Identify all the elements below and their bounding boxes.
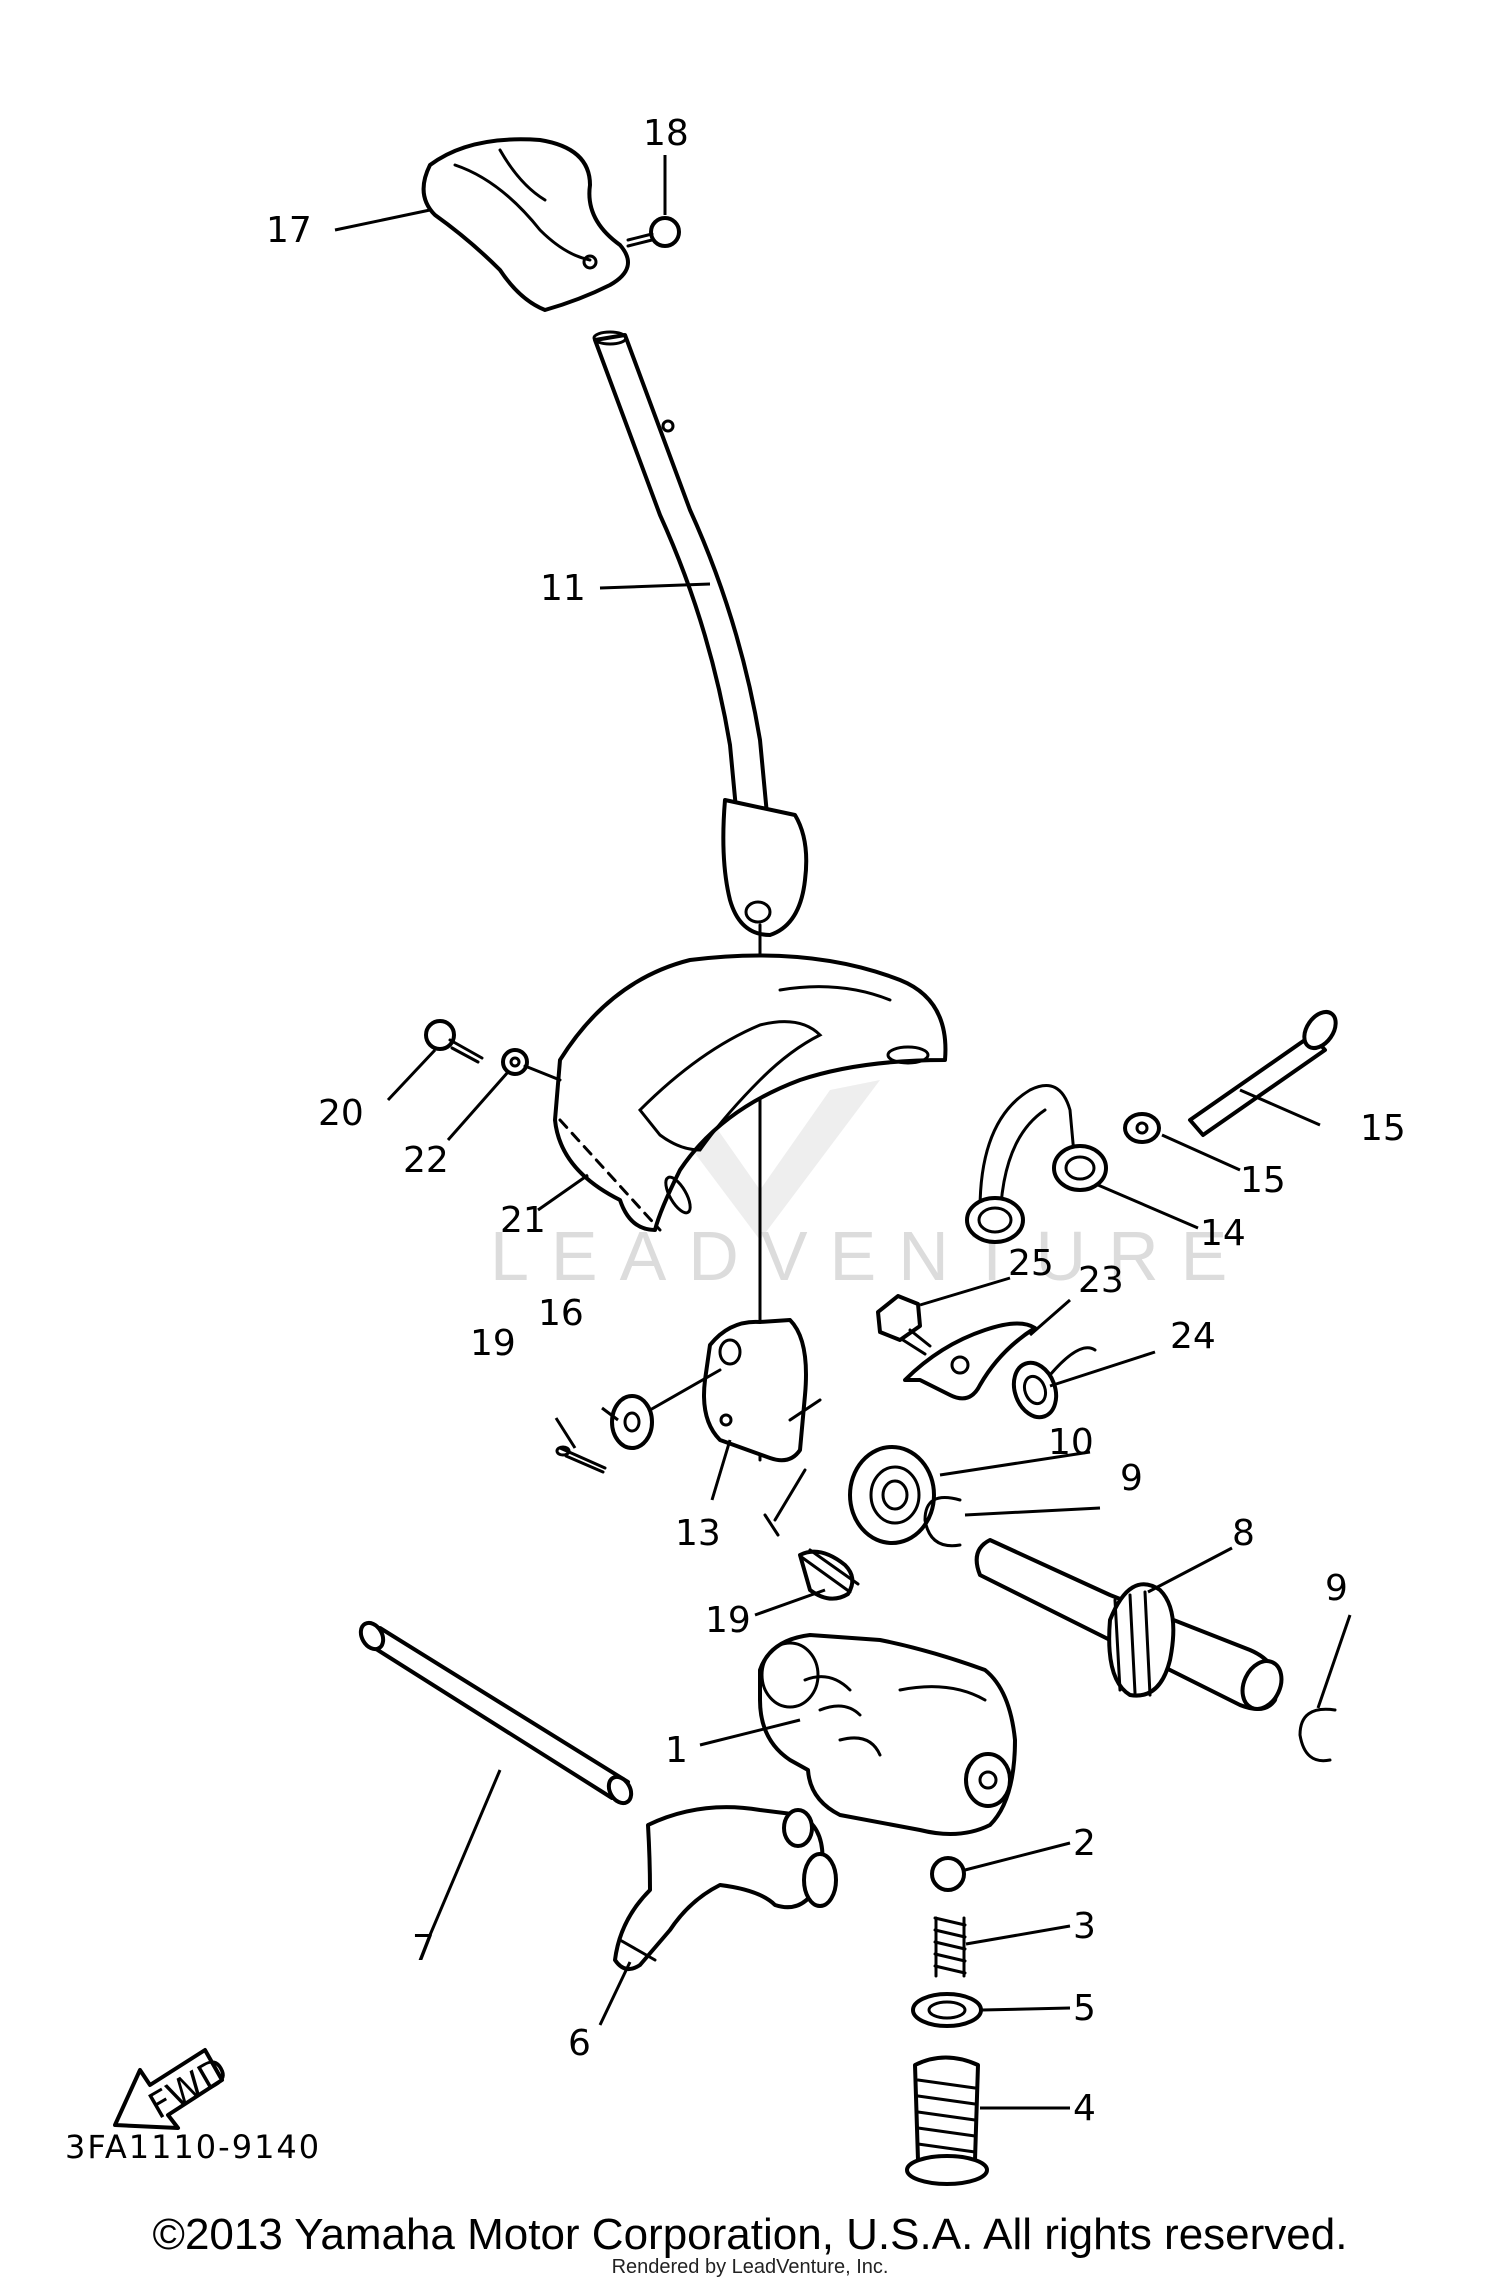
part-4-plug — [905, 2055, 989, 2186]
part-17-knob — [421, 137, 630, 312]
part-15-washer-lower — [610, 1368, 722, 1450]
label-16: 19 — [470, 1323, 516, 1364]
label-9-upper: 9 — [1120, 1458, 1143, 1499]
part-5-gasket — [911, 1992, 983, 2028]
label-2: 2 — [1073, 1823, 1096, 1864]
label-10: 10 — [1048, 1422, 1094, 1463]
part-23-plate — [903, 1321, 1037, 1401]
label-8: 8 — [1232, 1513, 1255, 1554]
part-8-shaft — [974, 1538, 1284, 1711]
label-21: 21 — [500, 1200, 546, 1241]
part-3-spring — [933, 1916, 967, 1978]
label-7: 7 — [412, 1928, 435, 1969]
part-18-pin — [626, 216, 681, 248]
part-12-arm — [702, 1318, 822, 1537]
part-24-spring — [1011, 1346, 1097, 1420]
label-12: 13 — [675, 1513, 721, 1554]
part-2-ball — [930, 1856, 966, 1892]
part-16-cotter-pin — [555, 1445, 607, 1474]
label-1: 1 — [665, 1730, 688, 1771]
part-25-bolt — [876, 1294, 932, 1356]
leader-lines — [334, 155, 1352, 2110]
part-22-washer — [501, 1048, 562, 1082]
part-14-shaft — [1188, 1009, 1338, 1137]
part-9-circlip-upper — [923, 1496, 962, 1548]
diagram-part-number: 3FA1110-9140 — [65, 2128, 321, 2166]
label-24: 24 — [1170, 1316, 1216, 1357]
label-5: 5 — [1073, 1988, 1096, 2029]
label-15-upper: 15 — [1240, 1160, 1286, 1201]
copyright-notice: ©2013 Yamaha Motor Corporation, U.S.A. A… — [152, 2210, 1348, 2259]
label-20: 20 — [318, 1093, 364, 1134]
part-9-circlip-lower — [1298, 1707, 1337, 1763]
label-18: 18 — [643, 113, 689, 154]
part-20-bolt — [424, 1019, 484, 1064]
label-14: 15 — [1360, 1108, 1406, 1149]
label-6: 6 — [568, 2023, 591, 2064]
label-9-lower: 9 — [1325, 1568, 1348, 1609]
label-25: 25 — [1008, 1243, 1054, 1284]
part-7-guide-bar — [358, 1620, 634, 1806]
label-22: 22 — [403, 1140, 449, 1181]
label-19: 19 — [705, 1600, 751, 1641]
part-6-fork — [613, 1805, 838, 1971]
label-3: 3 — [1073, 1906, 1096, 1947]
part-13-spring — [965, 1084, 1108, 1244]
label-11: 11 — [540, 568, 586, 609]
callout-labels: 17 18 11 20 22 21 15 15 14 25 23 24 16 1… — [266, 113, 1406, 2129]
part-21-gate — [553, 953, 948, 1232]
part-1-drum — [758, 1633, 1017, 1836]
label-17: 17 — [266, 210, 312, 251]
part-10-bearing — [848, 1445, 936, 1545]
label-15-lower: 16 — [538, 1293, 584, 1334]
rendered-by-notice: Rendered by LeadVenture, Inc. — [611, 2256, 889, 2278]
label-23: 23 — [1078, 1260, 1124, 1301]
part-19-bolt — [798, 1548, 860, 1601]
label-13: 14 — [1200, 1213, 1246, 1254]
label-4: 4 — [1073, 2088, 1096, 2129]
fwd-arrow-icon: FWD — [113, 2048, 235, 2130]
watermark-text: LEADVENTURE — [490, 1217, 1249, 1295]
part-15-washer-upper — [1123, 1112, 1161, 1144]
